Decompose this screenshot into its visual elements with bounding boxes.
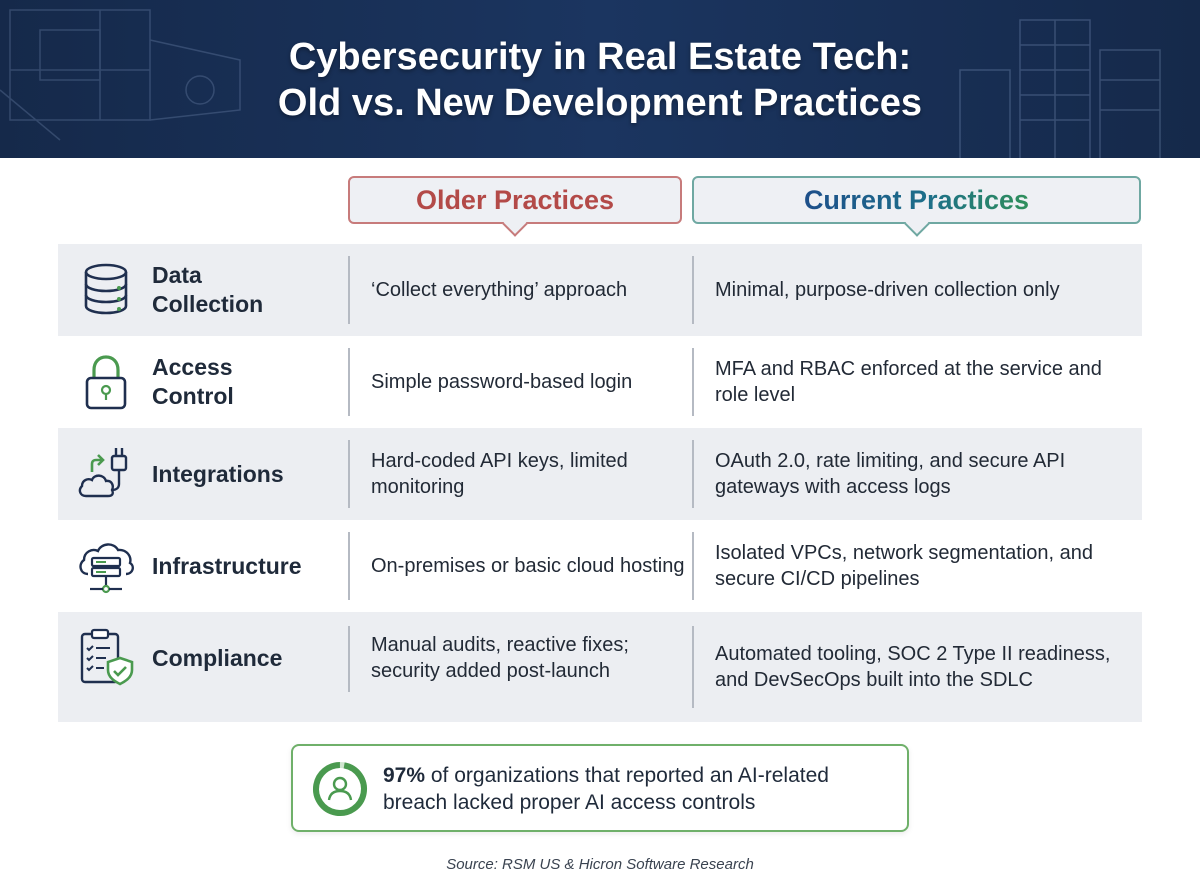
title-line-2: Old vs. New Development Practices <box>277 82 923 124</box>
row-label-line: Collection <box>152 291 264 317</box>
current-practices-label: Current Practices <box>803 184 1030 215</box>
table-row: Infrastructure On-premises or basic clou… <box>58 520 1142 612</box>
statistic-text: 97% of organizations that reported an AI… <box>383 762 893 816</box>
current-practice-cell: OAuth 2.0, rate limiting, and secure API… <box>715 450 1066 498</box>
divider <box>348 532 350 600</box>
clipboard-shield-icon <box>80 628 134 686</box>
divider <box>692 256 694 324</box>
page-title: Cybersecurity in Real Estate Tech: Old v… <box>0 34 1200 126</box>
current-practices-header: Current Practices <box>692 176 1141 237</box>
row-label: Integrations <box>152 460 284 487</box>
divider <box>692 440 694 508</box>
city-skyline-illustration <box>959 19 1161 158</box>
statistic-callout: 97% of organizations that reported an AI… <box>291 744 909 832</box>
older-practice-cell: ‘Collect everything’ approach <box>371 279 628 301</box>
divider <box>348 440 350 508</box>
row-label-line: Control <box>152 383 234 409</box>
statistic-highlight: 97% <box>383 764 426 787</box>
current-practice-cell: Isolated VPCs, network segmentation, and… <box>715 542 1093 590</box>
divider <box>692 626 694 708</box>
row-label: Compliance <box>152 644 283 671</box>
older-practice-cell: On-premises or basic cloud hosting <box>371 555 685 577</box>
database-icon <box>84 263 128 315</box>
divider <box>692 348 694 416</box>
divider <box>692 532 694 600</box>
table-row: Compliance Manual audits, reactive fixes… <box>58 612 1142 722</box>
title-line-1: Cybersecurity in Real Estate Tech: <box>288 36 912 78</box>
older-practice-cell: Hard-coded API keys, limited monitoring <box>371 450 628 498</box>
cloud-plug-icon <box>78 448 128 498</box>
header-banner: Cybersecurity in Real Estate Tech: Old v… <box>0 0 1200 158</box>
row-label-line: Access <box>152 354 233 380</box>
cloud-server-icon <box>79 543 134 594</box>
blueprint-illustration <box>0 9 241 141</box>
current-practice-cell: Minimal, purpose-driven collection only <box>715 279 1060 301</box>
divider <box>348 256 350 324</box>
current-practice-cell: MFA and RBAC enforced at the service and… <box>715 358 1102 406</box>
older-practice-cell: Simple password-based login <box>371 371 633 393</box>
lock-icon <box>85 355 127 410</box>
older-practices-label: Older Practices <box>415 184 615 215</box>
user-progress-icon <box>313 762 367 816</box>
table-row: Integrations Hard-coded API keys, limite… <box>58 428 1142 520</box>
source-citation: Source: RSM US & Hicron Software Researc… <box>446 856 754 873</box>
row-label: Infrastructure <box>152 552 302 579</box>
statistic-body: of organizations that reported an AI-rel… <box>383 764 829 814</box>
divider <box>348 626 350 692</box>
older-practice-cell: Manual audits, reactive fixes; security … <box>371 634 629 682</box>
current-practice-cell: Automated tooling, SOC 2 Type II readine… <box>715 643 1111 691</box>
older-practices-header: Older Practices <box>348 176 682 237</box>
row-label-line: Data <box>152 262 202 288</box>
divider <box>348 348 350 416</box>
